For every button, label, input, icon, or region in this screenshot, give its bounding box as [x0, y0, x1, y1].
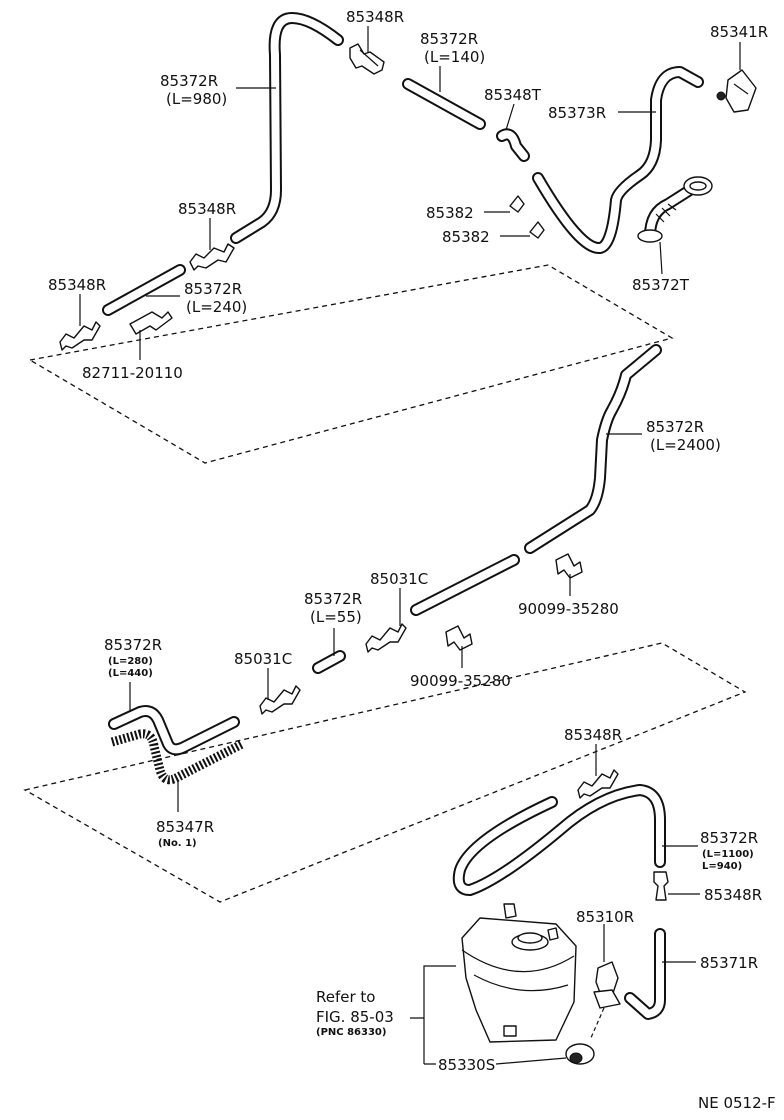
footer-code: NE 0512-F — [698, 1094, 776, 1112]
hose-85372T — [637, 176, 713, 243]
label-85372R-2400-len: (L=2400) — [650, 436, 721, 454]
clip-85382-b — [529, 221, 545, 239]
label-85371R: 85371R — [700, 954, 758, 972]
hose-85373R — [532, 66, 704, 254]
label-85330S: 85330S — [438, 1056, 495, 1074]
label-85382-a: 85382 — [426, 204, 474, 222]
hose-85372R-240 — [102, 264, 186, 316]
label-85372R-280-len2: (L=440) — [108, 668, 153, 679]
label-85372R-1100: 85372R — [700, 829, 758, 847]
leader-85372T — [659, 241, 663, 275]
label-85372R-240-len: (L=240) — [186, 298, 247, 316]
clip-85382-a — [509, 195, 525, 213]
label-85372R-1100-len1: (L=1100) — [702, 849, 754, 860]
label-85372R-55-len: (L=55) — [310, 608, 362, 626]
hose-85372R-1100 — [452, 784, 666, 896]
connector-85348R-mid — [189, 243, 235, 271]
assembly-outline-lower — [23, 642, 747, 903]
hose-85372R-280 — [108, 705, 240, 756]
clamp-82711-20110 — [129, 311, 173, 335]
label-82711: 82711-20110 — [82, 364, 183, 382]
label-85372R-280-len1: (L=280) — [108, 656, 153, 667]
washer-tank — [461, 903, 577, 1043]
label-85373R: 85373R — [548, 104, 606, 122]
label-90099-b: 90099-35280 — [410, 672, 511, 690]
connector-85031C-b — [259, 685, 301, 715]
label-85372R-980: 85372R — [160, 72, 218, 90]
label-85372R-280: 85372R — [104, 636, 162, 654]
leader-refer — [410, 965, 456, 1065]
label-refer-2: FIG. 85-03 — [316, 1008, 394, 1026]
connector-85348R-top — [349, 43, 385, 75]
hose-straight-mid — [410, 554, 520, 616]
label-85372R-140: 85372R — [420, 30, 478, 48]
label-85348R-left: 85348R — [48, 276, 106, 294]
label-85372R-240: 85372R — [184, 280, 242, 298]
label-85348T: 85348T — [484, 86, 542, 104]
connector-85348R-left — [59, 321, 101, 351]
label-85372R-2400: 85372R — [646, 418, 704, 436]
hose-85371R — [624, 928, 666, 1020]
label-85372R-55: 85372R — [304, 590, 362, 608]
label-85348R-mid: 85348R — [178, 200, 236, 218]
label-85341R: 85341R — [710, 23, 768, 41]
clamp-90099-35280-b — [445, 625, 473, 651]
clamp-90099-35280-a — [555, 553, 583, 579]
connector-85348T — [496, 128, 530, 162]
leader-85348T — [505, 103, 515, 131]
connector-85348R-right — [653, 871, 669, 901]
leader-85330S — [495, 1057, 567, 1065]
label-85347R: 85347R — [156, 818, 214, 836]
connector-85348R-low — [577, 769, 619, 799]
hose-85372R-55 — [312, 650, 346, 674]
hose-85372R-2400 — [524, 344, 662, 554]
pump-85310R — [589, 961, 621, 1041]
label-85031C-a: 85031C — [370, 570, 428, 588]
label-85310R: 85310R — [576, 908, 634, 926]
label-85347R-no: (No. 1) — [158, 838, 197, 849]
hose-85372R-140 — [402, 78, 486, 130]
label-refer-1: Refer to — [316, 988, 375, 1006]
label-85382-b: 85382 — [442, 228, 490, 246]
connector-85031C-a — [365, 623, 407, 653]
assembly-outline-upper — [28, 264, 674, 464]
label-90099-a: 90099-35280 — [518, 600, 619, 618]
label-85348R-low: 85348R — [564, 726, 622, 744]
nozzle-85341R — [716, 69, 757, 113]
label-85348R-top: 85348R — [346, 8, 404, 26]
spring-85347R — [110, 729, 245, 785]
label-85372T: 85372T — [632, 276, 690, 294]
label-85372R-140-len: (L=140) — [424, 48, 485, 66]
label-85372R-980-len: (L=980) — [166, 90, 227, 108]
label-85031C-b: 85031C — [234, 650, 292, 668]
label-85348R-right: 85348R — [704, 886, 762, 904]
label-refer-3: (PNC 86330) — [316, 1027, 386, 1038]
hose-85372R-980 — [230, 12, 344, 244]
label-85372R-1100-len2: L=940) — [702, 861, 742, 872]
strainer-85330S — [565, 1043, 595, 1065]
